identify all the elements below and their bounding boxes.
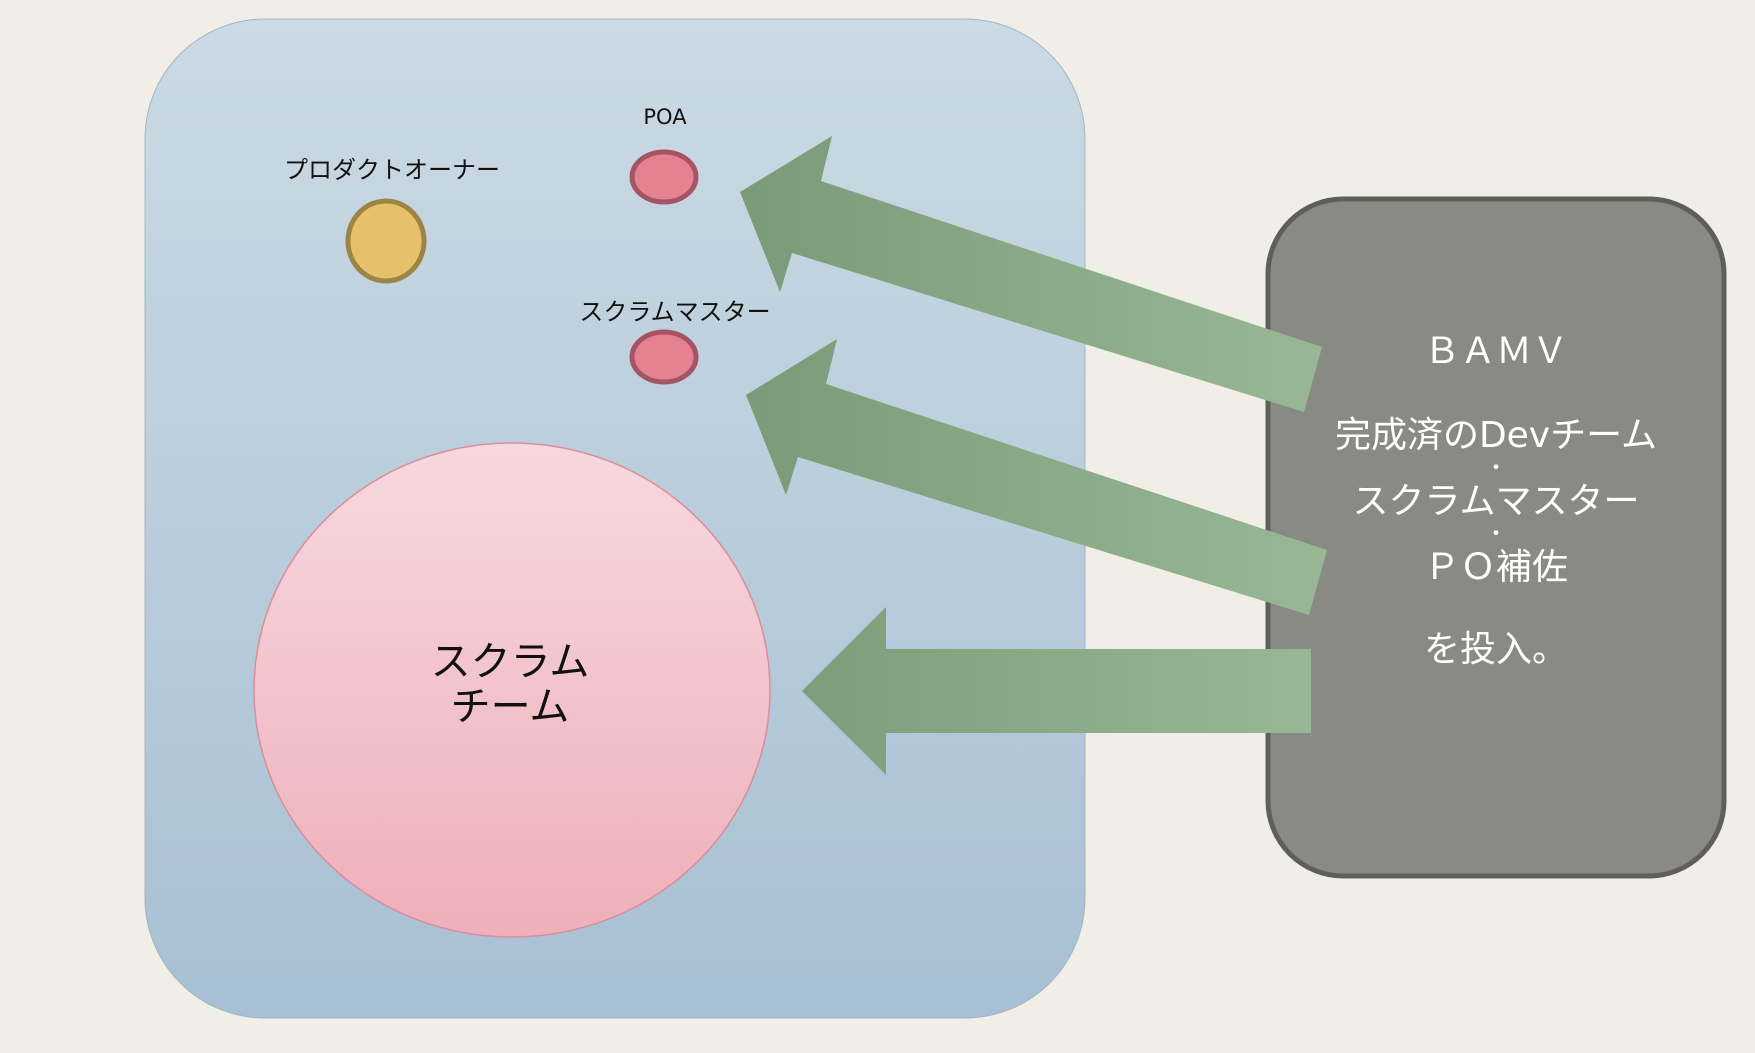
poa-label: POA xyxy=(643,105,687,129)
scrum-team-label: スクラム チーム xyxy=(360,640,660,730)
bamv-line-dev-team: 完成済のDevチーム xyxy=(1334,415,1658,456)
bamv-separator-2: ・ xyxy=(1484,522,1507,547)
scrum-master-label: スクラムマスター xyxy=(579,298,771,326)
scrum-team-circle xyxy=(253,442,771,938)
scrum-team-label-line2: チーム xyxy=(450,684,570,730)
product-owner-label: プロダクトオーナー xyxy=(284,156,500,184)
bamv-panel-text: ＢＡＭＶ 完成済のDevチーム ・ スクラムマスター ・ ＰＯ補佐 を投入。 xyxy=(1268,330,1724,672)
arrow-to-scrum-team xyxy=(802,607,1311,775)
bamv-title: ＢＡＭＶ xyxy=(1423,331,1568,372)
scrum-team-label-line1: スクラム xyxy=(430,639,590,685)
bamv-line-scrum-master: スクラムマスター xyxy=(1352,481,1640,522)
scrum-master-circle xyxy=(629,329,699,385)
bamv-separator-1: ・ xyxy=(1484,456,1507,481)
poa-circle xyxy=(629,149,699,205)
bamv-line-deploy: を投入。 xyxy=(1423,629,1568,670)
arrow-to-scrum-master xyxy=(746,339,1327,615)
arrow-to-poa xyxy=(740,136,1322,412)
bamv-line-po-assist: ＰＯ補佐 xyxy=(1423,547,1568,588)
product-owner-circle xyxy=(345,198,427,284)
